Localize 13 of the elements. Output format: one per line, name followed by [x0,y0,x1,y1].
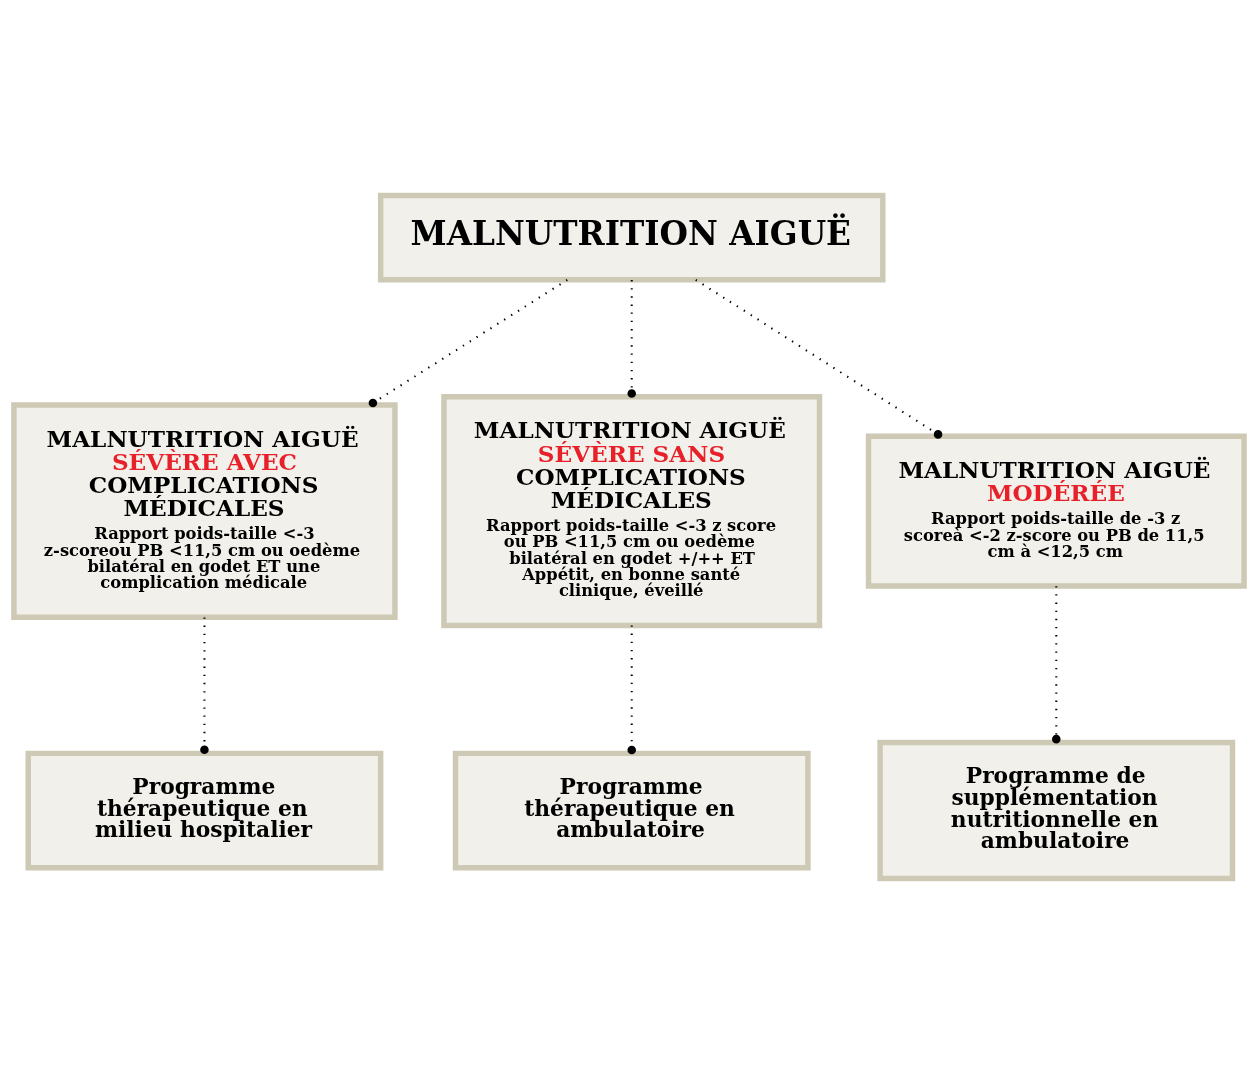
connector [200,617,209,755]
node-box: Programme thérapeutique en ambulatoire [452,750,811,871]
connector [627,625,636,755]
node-box: MALNUTRITION AIGUË SÉVÈRE SANS COMPLICATIONS MÉDICALES Rapport poids-taille <-3 z score ou PB <11,5 cm ou oedème bilatéral en godet +/++ ET Appétit, en bonne santé clinique, éveillé [441,394,823,629]
connector [695,278,943,439]
connector [1052,586,1061,744]
node-box: MALNUTRITION AIGUË [377,192,886,283]
node-box: Programme de supplémentation nutritionnelle en ambulatoire [877,739,1236,882]
node-box: MALNUTRITION AIGUË SÉVÈRE AVEC COMPLICATIONS MÉDICALES Rapport poids-taille <-3 z-scoreou PB <11,5 cm ou oedème bilatéral en godet ET une complication médicale [11,402,398,620]
connector [627,280,636,398]
node-box: Programme thérapeutique en milieu hospitalier [25,750,384,871]
node-box: MALNUTRITION AIGUË MODÉRÉE Rapport poids-taille de -3 z scoreà <-2 z-score ou PB de 11,5 cm à <12,5 cm [865,433,1247,589]
connector [368,278,568,408]
